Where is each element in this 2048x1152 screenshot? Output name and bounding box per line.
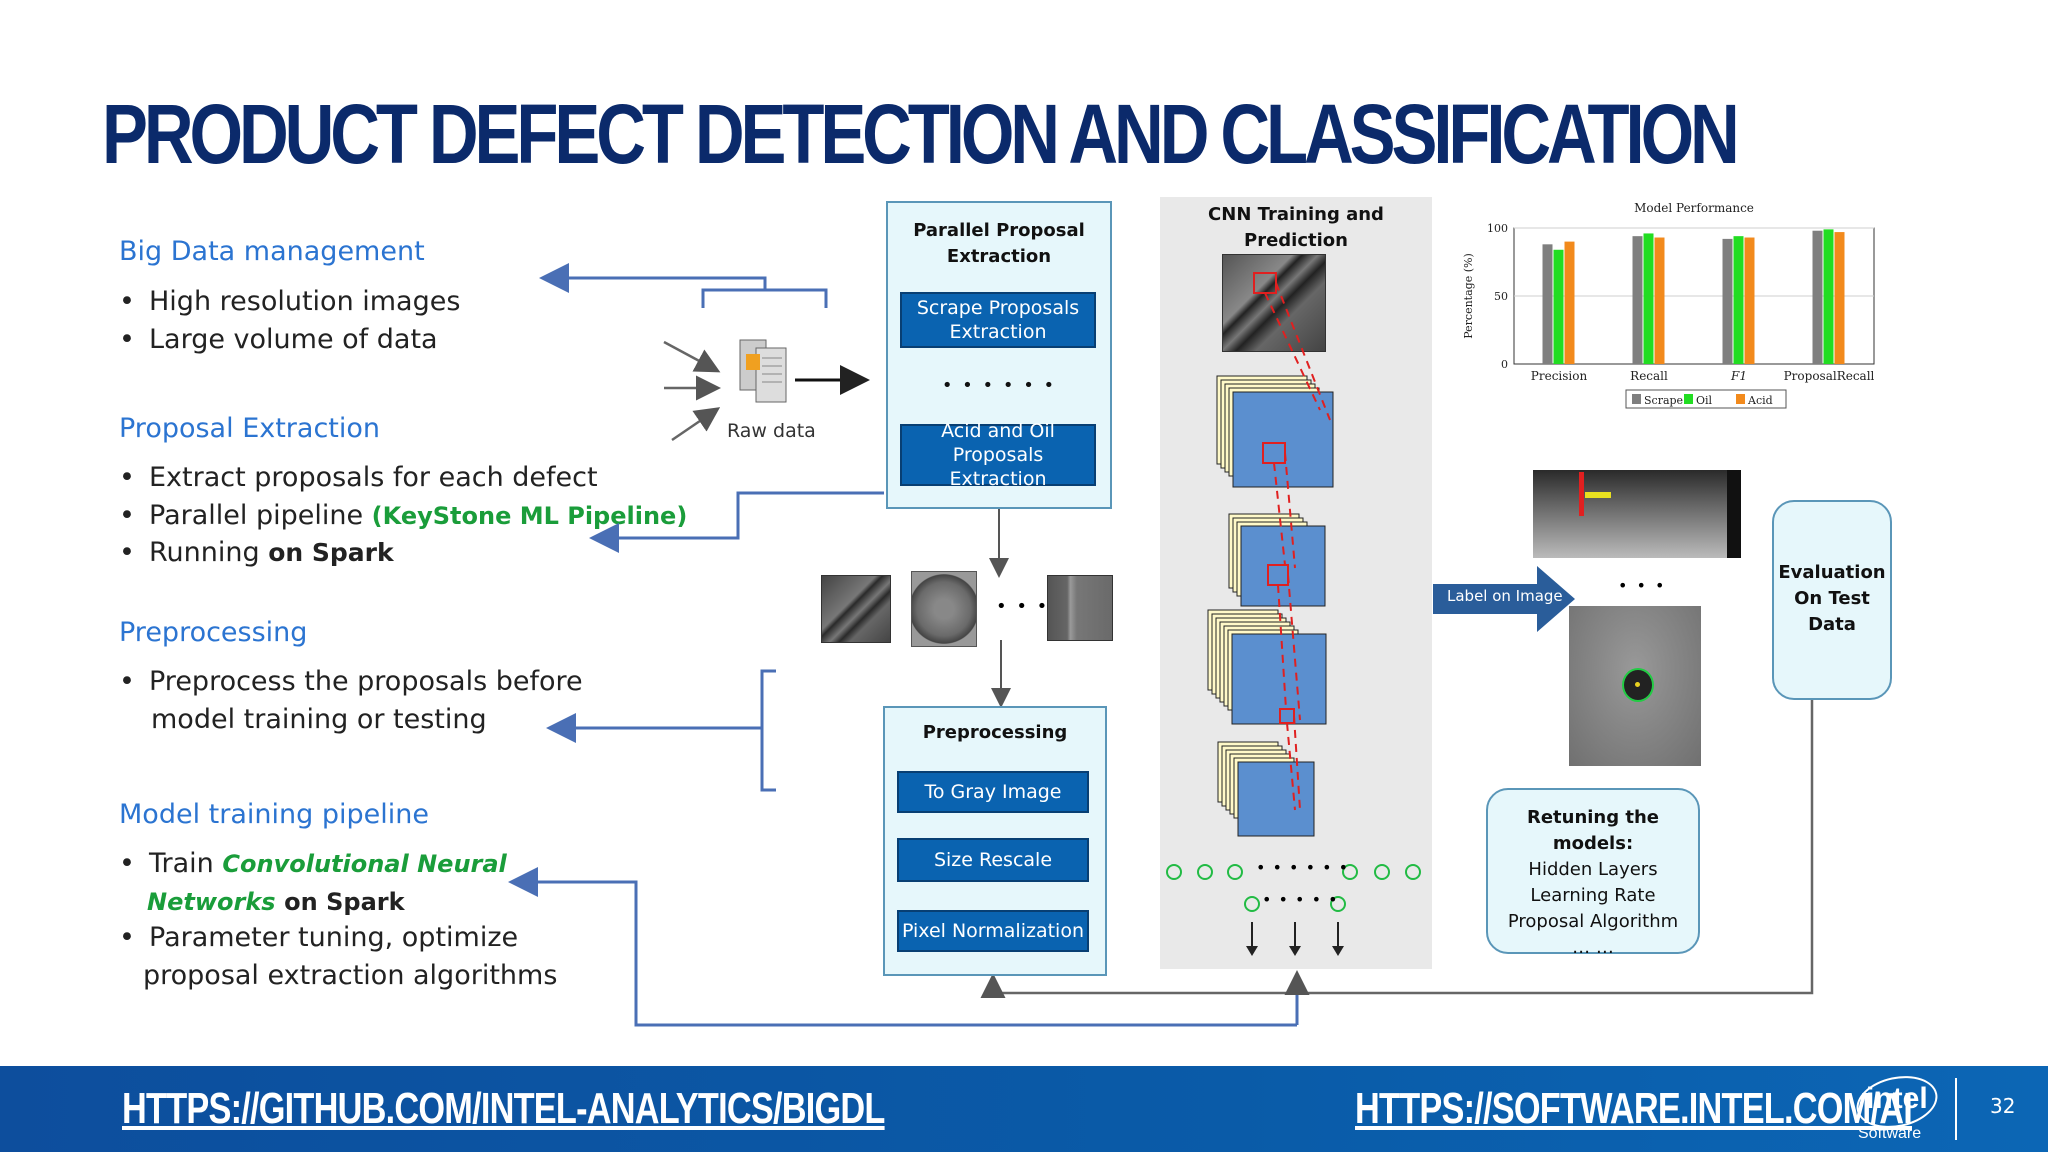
bullet-large-volume: •Large volume of data: [119, 324, 438, 355]
bullet-preprocess-cont: model training or testing: [151, 704, 487, 735]
chart-xtick: Recall: [1630, 369, 1668, 383]
section-heading-big-data: Big Data management: [119, 236, 425, 267]
bullet-parallel: •Parallel pipeline (KeyStone ML Pipeline…: [119, 500, 688, 531]
chart-title: Model Performance: [1634, 201, 1754, 215]
bar-acid-3: [1834, 232, 1845, 364]
cnn-nodes-dots: • • • • • •: [1256, 858, 1350, 877]
cnn-input-image: [1222, 254, 1326, 352]
bullet-train-cont: Networks on Spark: [147, 888, 405, 916]
footer-link-intel-ai[interactable]: HTTPS://SOFTWARE.INTEL.COM/AI: [1355, 1084, 1913, 1133]
section-heading-preprocessing: Preprocessing: [119, 617, 308, 648]
bar-acid-1: [1654, 237, 1665, 364]
bar-scrape-2: [1722, 238, 1733, 364]
chart-xtick: F1: [1730, 369, 1747, 383]
bullet-high-res: •High resolution images: [119, 286, 461, 317]
bar-acid-0: [1564, 241, 1575, 364]
bar-scrape-1: [1632, 236, 1643, 364]
label-on-image-arrow: [1433, 566, 1575, 632]
to-gray-image-button[interactable]: To Gray Image: [897, 771, 1089, 813]
bullet-preprocess: •Preprocess the proposals before: [119, 666, 583, 697]
size-rescale-button[interactable]: Size Rescale: [897, 838, 1089, 882]
section-heading-model: Model training pipeline: [119, 799, 429, 830]
chart-ytick: 50: [1494, 290, 1508, 303]
parallel-dots: • • • • • •: [941, 375, 1057, 396]
intel-software-label: Software: [1858, 1125, 1922, 1142]
intel-logo-text: intel: [1866, 1082, 1928, 1115]
labeled-image-top: [1533, 470, 1741, 558]
thumbnail-dots: • • •: [996, 596, 1050, 617]
bullet-running: •Running on Spark: [119, 537, 394, 568]
chart-xtick: ProposalRecall: [1784, 369, 1875, 383]
page-number: 32: [1990, 1094, 2016, 1118]
legend-swatch-oil: [1684, 394, 1693, 404]
label-on-image-text: Label on Image: [1447, 587, 1563, 605]
bar-oil-2: [1733, 236, 1744, 364]
page-title: PRODUCT DEFECT DETECTION AND CLASSIFICAT…: [102, 87, 1740, 181]
legend-label-oil: Oil: [1696, 394, 1713, 407]
raw-data-label: Raw data: [727, 420, 816, 442]
section-heading-proposal: Proposal Extraction: [119, 413, 381, 444]
bar-oil-3: [1823, 229, 1834, 364]
bullet-param-cont: proposal extraction algorithms: [143, 960, 558, 991]
cnn-output-nodes: [1166, 864, 1421, 956]
labeled-images-dots: • • •: [1618, 576, 1667, 595]
chart-ytick: 100: [1487, 222, 1508, 235]
bar-acid-2: [1744, 237, 1755, 364]
proposal-thumbnail-3: [1047, 575, 1113, 641]
chart-xtick: Precision: [1531, 369, 1588, 383]
footer-link-bigdl[interactable]: HTTPS://GITHUB.COM/INTEL-ANALYTICS/BIGDL: [122, 1084, 885, 1133]
bar-scrape-0: [1542, 244, 1553, 364]
pixel-normalization-button[interactable]: Pixel Normalization: [897, 910, 1089, 952]
chart-ylabel: Percentage (%): [1462, 253, 1475, 339]
evaluation-box: [1772, 500, 1892, 700]
legend-label-acid: Acid: [1747, 394, 1773, 407]
cnn-layers: [1207, 272, 1334, 837]
proposal-thumbnail-1: [821, 575, 891, 643]
legend-swatch-acid: [1736, 394, 1745, 404]
cnn-nodes-dots-2: • • • • •: [1262, 890, 1339, 909]
bullet-param: •Parameter tuning, optimize: [119, 922, 519, 953]
bar-oil-0: [1553, 249, 1564, 364]
footer-bar: [0, 1066, 2048, 1152]
bullet-extract: •Extract proposals for each defect: [119, 462, 598, 493]
chart-legend-box: [1625, 389, 1787, 409]
footer-divider: [1955, 1078, 1957, 1140]
legend-label-scrape: Scrape: [1644, 394, 1683, 407]
chart-ytick: 0: [1501, 358, 1508, 371]
bullet-train: •Train Convolutional Neural: [119, 848, 507, 879]
bar-scrape-3: [1812, 230, 1823, 364]
legend-swatch-scrape: [1632, 394, 1641, 404]
retuning-box: [1486, 788, 1700, 954]
labeled-image-bottom: [1569, 606, 1701, 766]
proposal-thumbnail-2: [911, 571, 977, 647]
server-icon: [738, 334, 796, 404]
preprocessing-title: Preprocessing: [922, 722, 1068, 743]
bar-oil-1: [1643, 233, 1654, 364]
